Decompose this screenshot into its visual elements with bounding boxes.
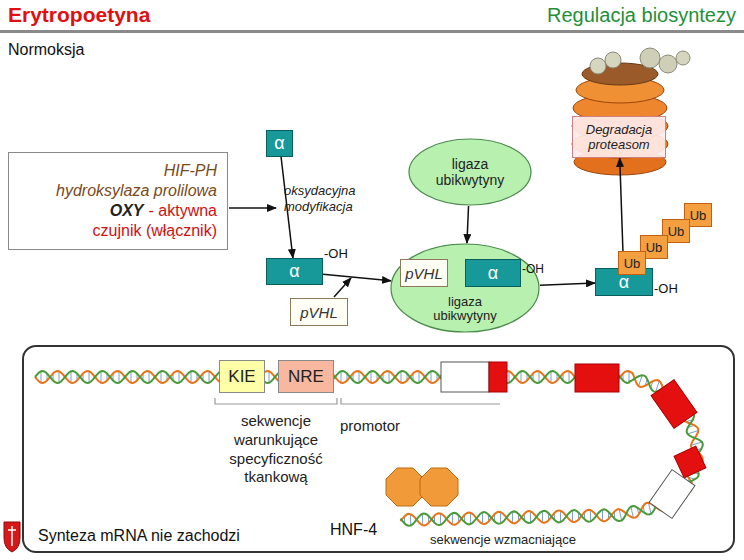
exon-red bbox=[651, 380, 697, 429]
ell2-node: ligaza ubikwytyny pVHL α-OH bbox=[390, 243, 540, 333]
ellipse-shape bbox=[409, 139, 531, 205]
dna-helix bbox=[35, 371, 703, 526]
alpha-node: α bbox=[266, 130, 293, 157]
exon-red bbox=[674, 446, 706, 478]
kie-node: KIE bbox=[219, 360, 265, 393]
bracket bbox=[341, 398, 500, 404]
sequence-box: NRE bbox=[288, 367, 324, 387]
proteasome-subunit bbox=[659, 55, 677, 73]
exon-red bbox=[489, 362, 507, 392]
hnf4-octagon bbox=[386, 468, 424, 506]
alpha-subunit: α bbox=[289, 261, 299, 282]
binding-arrow bbox=[334, 278, 351, 297]
enzyme-text: hydroksylaza prolilowa bbox=[56, 181, 217, 201]
hydroxyl-group: -OH bbox=[324, 246, 348, 261]
edge-label: oksydacyjna modyfikacja bbox=[284, 183, 379, 215]
label: Regulacja biosyntezy bbox=[547, 4, 736, 27]
header-rule bbox=[0, 30, 744, 33]
panel-node: Synteza mRNA nie zachodzi KIE NRE bbox=[22, 345, 735, 553]
deg-node: Degradacja proteasom bbox=[572, 116, 666, 158]
ub-node: Ub bbox=[618, 251, 646, 275]
pvhl-protein: pVHL bbox=[405, 265, 443, 282]
label: promotor bbox=[340, 417, 400, 434]
label: sekwencje wzmacniające bbox=[430, 532, 576, 547]
label: Normoksja bbox=[8, 41, 84, 59]
hif-node: HIF-PHhydroksylaza prolilowaOXY - aktywna… bbox=[8, 152, 228, 250]
enzyme-text: HIF-PH bbox=[164, 161, 217, 181]
enzyme-text: czujnik (włącznik) bbox=[93, 221, 217, 241]
logo bbox=[4, 522, 20, 552]
ell-node: ligaza ubikwytyny bbox=[408, 138, 532, 206]
proteasome-subunit bbox=[676, 51, 690, 65]
oxy-label: OXY bbox=[110, 202, 144, 219]
exon-white bbox=[649, 470, 695, 519]
exons bbox=[441, 362, 706, 518]
degradation-text: Degradacja proteasom bbox=[577, 122, 661, 152]
pvhl-node: pVHL bbox=[400, 259, 448, 287]
text-line: OXY - aktywna bbox=[110, 201, 217, 221]
title: Erytropoetyna bbox=[8, 3, 150, 27]
proteasome bbox=[572, 48, 690, 175]
activation-arrow bbox=[229, 207, 276, 209]
label: sekwencje warunkujące specyficzność tkan… bbox=[215, 412, 337, 487]
label: HNF-4 bbox=[330, 521, 377, 539]
dna-strand bbox=[35, 371, 703, 525]
brackets bbox=[215, 398, 500, 404]
proteasome-subunit bbox=[640, 48, 660, 68]
ubiquitin: Ub bbox=[624, 256, 641, 271]
dna-strand bbox=[35, 371, 703, 526]
connector-arrow bbox=[467, 206, 469, 243]
ubiquitin: Ub bbox=[646, 240, 663, 255]
ubiquitin: Ub bbox=[690, 208, 707, 223]
ellipse-shape bbox=[391, 244, 539, 332]
hnf4-octagon bbox=[420, 468, 458, 506]
panel-note: Synteza mRNA nie zachodzi bbox=[38, 527, 240, 545]
bracket bbox=[215, 398, 337, 404]
hydroxyl-group: -OH bbox=[654, 281, 678, 296]
pvhl-node: pVHL bbox=[290, 298, 348, 326]
hydroxyl-group: -OH bbox=[522, 262, 544, 276]
connector-arrow bbox=[540, 283, 595, 285]
state-label: - aktywna bbox=[149, 202, 217, 219]
alpha-node: α-OH bbox=[266, 258, 323, 285]
logo-mark bbox=[8, 526, 16, 546]
alpha-subunit: α bbox=[488, 263, 498, 284]
proteasome-subunit bbox=[605, 52, 621, 68]
dna-rungs bbox=[35, 371, 702, 525]
connector-arrow bbox=[323, 274, 391, 281]
ligase-text: ligaza ubikwytyny bbox=[425, 156, 515, 188]
alpha-subunit: α bbox=[274, 133, 284, 154]
sequence-box: KIE bbox=[228, 367, 255, 387]
alpha-node: α-OH bbox=[465, 259, 521, 287]
proteasome-subunit bbox=[590, 58, 606, 74]
pvhl-protein: pVHL bbox=[300, 304, 338, 321]
ubiquitin: Ub bbox=[668, 224, 685, 239]
exon-red bbox=[575, 364, 619, 392]
exon-white bbox=[441, 362, 489, 392]
logo-shield bbox=[4, 522, 20, 552]
ligase-text: ligaza ubikwytyny bbox=[420, 295, 510, 323]
nre-node: NRE bbox=[278, 360, 334, 393]
hnf4-protein bbox=[386, 468, 458, 506]
